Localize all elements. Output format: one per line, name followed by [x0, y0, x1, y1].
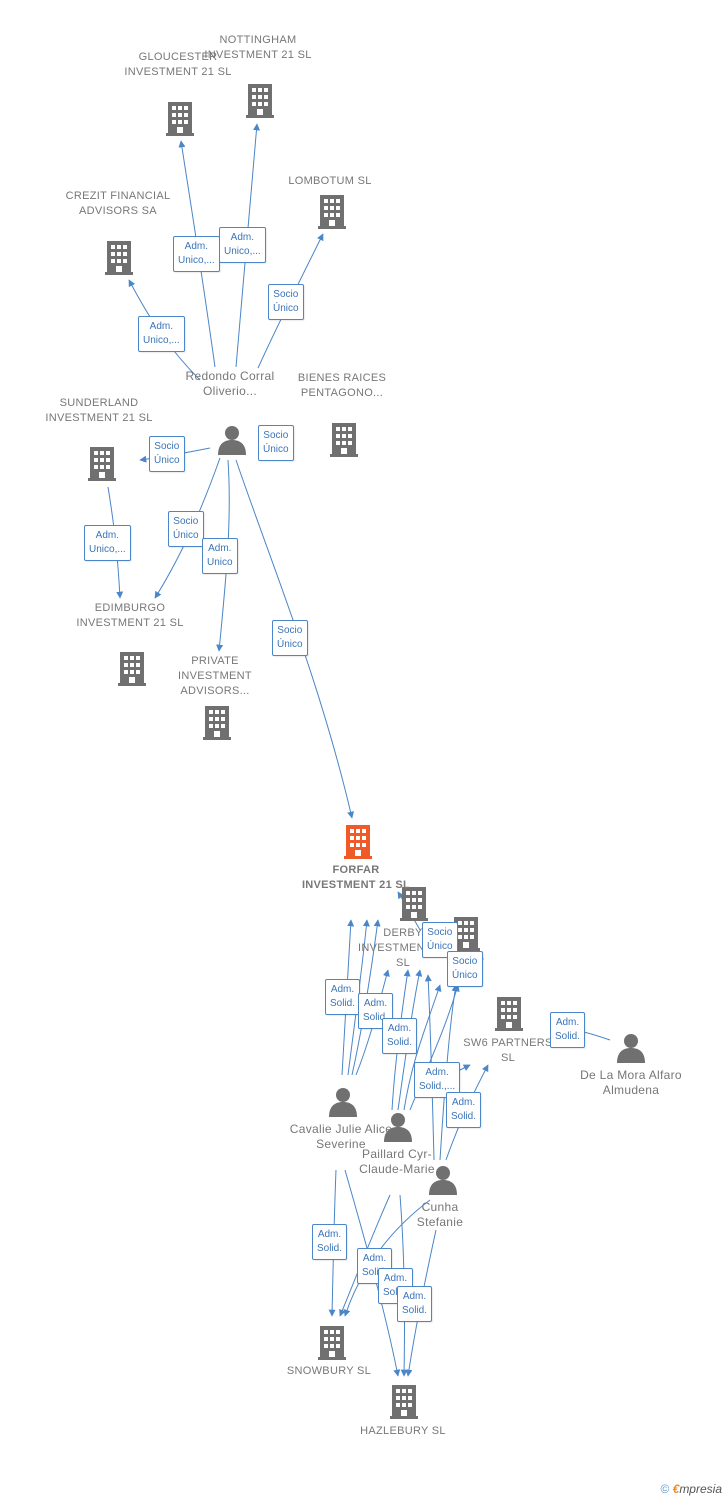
node-label-lombotum[interactable]: LOMBOTUM SL: [288, 175, 372, 187]
nottingham-building-icon[interactable]: [246, 84, 274, 118]
footer-brand[interactable]: © €mpresia: [660, 1482, 722, 1496]
redondo-person-icon[interactable]: [218, 426, 246, 455]
node-label-gloucester[interactable]: GLOUCESTER INVESTMENT 21 SL: [124, 51, 232, 78]
edge-label-delamora[interactable]: Adm.Solid.: [550, 1012, 586, 1048]
node-label-forfar[interactable]: FORFAR INVESTMENT 21 SL: [301, 864, 411, 891]
node-label-hazlebury[interactable]: HAZLEBURY SL: [360, 1425, 446, 1437]
edge-label-crezit[interactable]: Adm.Unico,...: [138, 316, 185, 352]
delamora-person-icon[interactable]: [617, 1034, 645, 1063]
forfar-building-icon[interactable]: [344, 825, 372, 859]
node-label-delamora[interactable]: De La Mora Alfaro Almudena: [580, 1068, 682, 1097]
node-label-cunha[interactable]: Cunha Stefanie: [416, 1200, 464, 1229]
node-label-bienes[interactable]: BIENES RAICES PENTAGONO...: [297, 372, 387, 399]
edge-label-paillard-1[interactable]: Adm.Solid.: [382, 1018, 418, 1054]
edge-label-snowbury-1[interactable]: Adm.Solid.: [312, 1224, 348, 1260]
node-label-snowbury[interactable]: SNOWBURY SL: [286, 1365, 372, 1377]
hazlebury-building-icon[interactable]: [390, 1385, 418, 1419]
node-label-nottingham[interactable]: NOTTINGHAM INVESTMENT 21 SL: [204, 34, 312, 61]
edge-label-private[interactable]: Adm.Unico: [202, 538, 238, 574]
edge-label-edimburgo-adm[interactable]: Adm.Unico,...: [84, 525, 131, 561]
brand-name: mpresia: [679, 1482, 722, 1496]
node-label-redondo[interactable]: Redondo Corral Oliverio...: [185, 369, 275, 398]
cavalie-person-icon[interactable]: [329, 1088, 357, 1117]
edge-label-cunha-1[interactable]: Adm.Solid.: [446, 1092, 482, 1128]
node-label-private[interactable]: PRIVATE INVESTMENT ADVISORS...: [178, 655, 252, 697]
edge-label-gloucester[interactable]: Adm.Unico,...: [173, 236, 220, 272]
crezit-building-icon[interactable]: [105, 241, 133, 275]
edge-label-nottingham[interactable]: Adm.Unico,...: [219, 227, 266, 263]
edimburgo-building-icon[interactable]: [118, 652, 146, 686]
node-label-sunderland[interactable]: SUNDERLAND INVESTMENT 21 SL: [45, 397, 153, 424]
edge-label-hazlebury-2[interactable]: Adm.Solid.: [397, 1286, 433, 1322]
edges: [107, 123, 611, 1377]
sw6-building-icon[interactable]: [495, 997, 523, 1031]
node-label-crezit[interactable]: CREZIT FINANCIAL ADVISORS SA: [65, 190, 171, 217]
gloucester-building-icon[interactable]: [166, 102, 194, 136]
node-label-edimburgo[interactable]: EDIMBURGO INVESTMENT 21 SL: [76, 602, 184, 629]
edge-label-cavalie-1[interactable]: Adm.Solid.: [325, 979, 361, 1015]
node-label-cavalie[interactable]: Cavalie Julie Alice Severine: [289, 1122, 393, 1151]
empresia-logo-icon: €: [672, 1482, 680, 1496]
lombotum-building-icon[interactable]: [318, 195, 346, 229]
node-label-paillard[interactable]: Paillard Cyr-Claude-Marie: [359, 1147, 435, 1176]
sunderland-building-icon[interactable]: [88, 447, 116, 481]
copyright-symbol: ©: [660, 1482, 670, 1496]
private-building-icon[interactable]: [203, 706, 231, 740]
snowbury-building-icon[interactable]: [318, 1326, 346, 1360]
node-label-sw6[interactable]: SW6 PARTNERS SL: [463, 1037, 553, 1064]
bienes-building-icon[interactable]: [330, 423, 358, 457]
